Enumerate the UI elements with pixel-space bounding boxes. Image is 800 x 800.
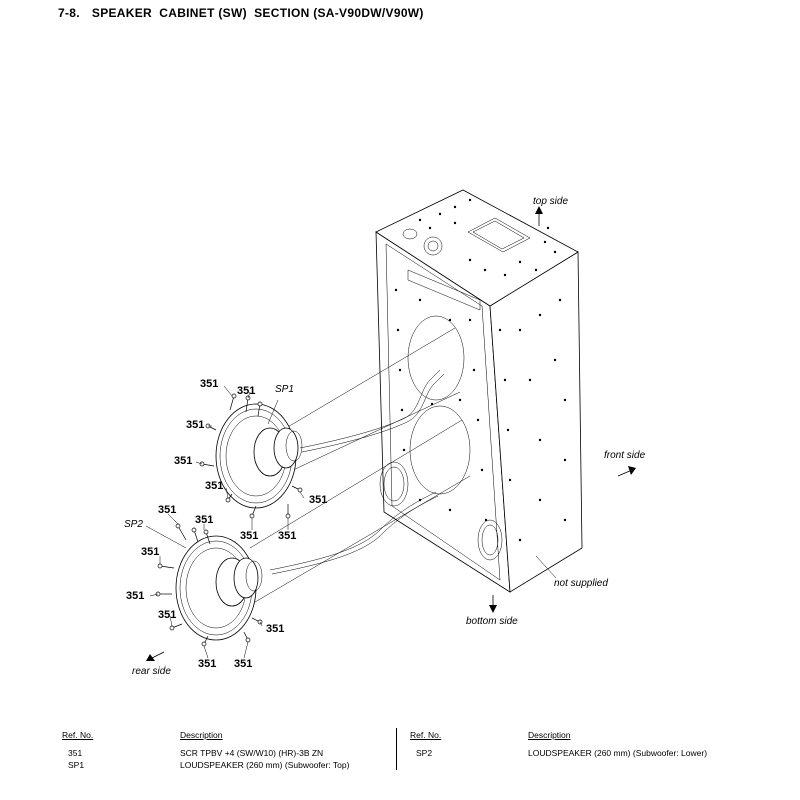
- table-row-ref: SP1: [68, 760, 85, 770]
- rear-side-label: rear side: [132, 666, 171, 677]
- top-side-arrow-icon: [535, 206, 543, 226]
- page-title: 7-8. SPEAKER CABINET (SW) SECTION (SA-V90…: [58, 6, 424, 20]
- front-side-arrow-icon: [617, 466, 636, 477]
- callout-351: 351: [205, 480, 223, 492]
- section-number: 7-8.: [58, 6, 80, 20]
- callout-351: 351: [309, 494, 327, 506]
- not-supplied-label: not supplied: [554, 578, 608, 589]
- speaker-sp1: [215, 403, 303, 509]
- bottom-side-label: bottom side: [466, 616, 518, 627]
- callout-351: 351: [237, 385, 255, 397]
- exploded-view-diagram: 351 351 351 351 351 351 351 351 351 351 …: [124, 189, 646, 677]
- screw-callouts: 351 351 351 351 351 351 351 351 351 351 …: [126, 378, 327, 670]
- callout-351: 351: [158, 609, 176, 621]
- callout-351: 351: [278, 530, 296, 542]
- table-row-description: LOUDSPEAKER (260 mm) (Subwoofer: Lower): [528, 748, 708, 758]
- table-divider: [396, 728, 397, 770]
- speaker-sp2: [175, 535, 263, 641]
- table-row-ref: SP2: [416, 748, 433, 758]
- callout-351: 351: [126, 590, 144, 602]
- speaker-cabinet: [375, 189, 583, 593]
- callout-351: 351: [141, 546, 159, 558]
- callout-351: 351: [266, 623, 284, 635]
- ref-no-header: Ref. No.: [62, 730, 94, 740]
- description-header: Description: [180, 730, 223, 740]
- callout-351: 351: [174, 455, 192, 467]
- front-side-label: front side: [604, 450, 646, 461]
- callout-351: 351: [198, 658, 216, 670]
- bottom-side-arrow-icon: [489, 595, 497, 613]
- section-title: SPEAKER CABINET (SW) SECTION (SA-V90DW/V…: [91, 6, 424, 20]
- callout-351: 351: [200, 378, 218, 390]
- callout-351: 351: [186, 419, 204, 431]
- callout-351: 351: [195, 514, 213, 526]
- rear-side-arrow-icon: [146, 651, 165, 661]
- wiring: [237, 327, 471, 613]
- top-side-label: top side: [533, 196, 568, 207]
- callout-leaders: [145, 385, 305, 659]
- parts-list-table: Ref. No. Description Ref. No. Descriptio…: [0, 728, 800, 788]
- sp2-label: SP2: [124, 519, 143, 530]
- ref-no-header: Ref. No.: [410, 730, 442, 740]
- callout-351: 351: [234, 658, 252, 670]
- table-row-description: SCR TPBV +4 (SW/W10) (HR)-3B ZN: [180, 748, 324, 758]
- screws: [155, 393, 303, 647]
- table-row-ref: 351: [68, 748, 83, 758]
- table-row-description: LOUDSPEAKER (260 mm) (Subwoofer: Top): [180, 760, 350, 770]
- description-header: Description: [528, 730, 571, 740]
- callout-351: 351: [158, 504, 176, 516]
- callout-351: 351: [240, 530, 258, 542]
- sp1-label: SP1: [275, 384, 294, 395]
